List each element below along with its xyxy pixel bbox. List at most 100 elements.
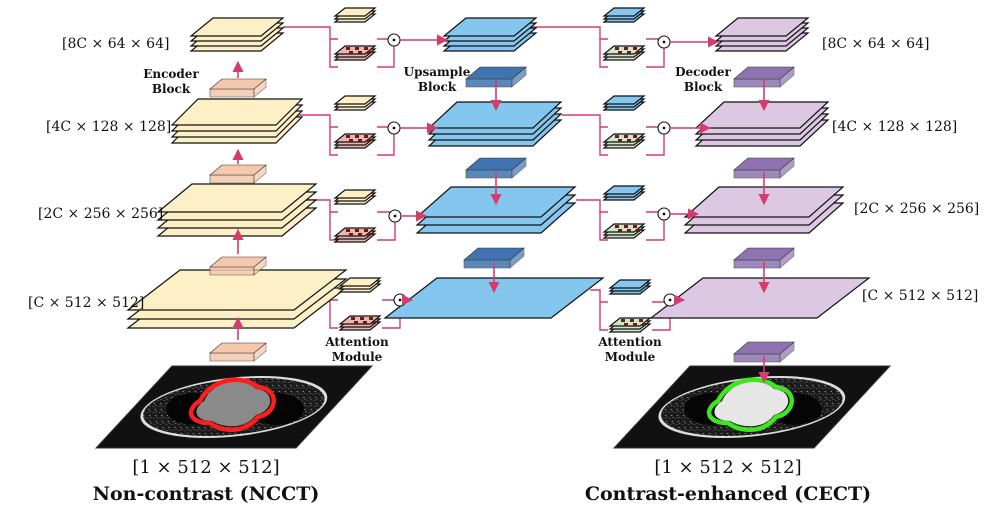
attention-right-0-cell-1 [624,47,628,50]
link-ups-1-a [562,114,608,128]
attention-left-3 [338,277,382,331]
attention-left-3-cell-3 [354,321,358,324]
odot-left-0-dot [392,38,396,42]
attention-left-3-cell-2 [369,317,373,320]
attention-left-0-cell-5 [367,51,371,54]
link-enc-0-b [329,39,338,68]
upsample-block-0-top [465,66,527,80]
attention-right-2-cell-3 [618,229,622,232]
dec-dim-3: [C × 512 × 512] [862,288,978,304]
decoder-block-1 [733,157,795,179]
attention-left-2-feature-plate-0 [333,189,377,199]
cect-image-heart [714,381,789,427]
upsample-stack-0-plate-0 [442,17,538,37]
odot-right-1 [657,121,671,135]
attention-right-3-cell-5 [642,323,646,326]
attention-right-1-cell-5 [636,139,640,142]
upsample-block-2-top [463,247,525,261]
link-ups-2-a [576,199,608,213]
ncct-image [94,365,374,449]
decoder-block-0 [733,66,795,88]
link-ups-2-b [599,212,608,241]
encoder-stack-group [126,17,348,329]
encoder-block-3-top [209,342,267,354]
odot-left-1-dot [392,126,396,130]
link-attnL-1-d [377,134,395,156]
decoder-stack-3-plate-0 [649,277,871,319]
attention-right-1-cell-2 [633,135,637,138]
arrows-group [232,34,770,384]
attention-left-2 [333,189,377,243]
decoder-block-3 [733,341,795,363]
attention-right-3-cell-0 [621,319,625,322]
upsample-block-2 [463,247,525,269]
attention-right-0 [602,7,646,61]
attention-left-2-cell-4 [358,233,362,236]
attention-left-2-cell-2 [364,229,368,232]
attention-right-0-feature-plate-0 [602,7,646,17]
enc-dim-0: [8C × 64 × 64] [62,36,169,52]
upsample-block-0-front [465,78,513,88]
upsample-stack-1-plate-0 [427,101,563,129]
decoder-block-label-2: Block [684,80,723,94]
link-enc-1-a [290,114,338,128]
decoder-block-2 [733,247,795,269]
decoder-block-label-1: Decoder [675,65,731,79]
odot-left-3 [393,293,407,307]
attention-right-3-feature-plate-0 [608,279,652,289]
attention-left-1-cell-0 [346,135,350,138]
attention-left-0-cell-0 [346,47,350,50]
encoder-block-1 [209,164,267,184]
odot-right-1-dot [662,126,666,130]
encoder-block-2 [209,256,267,276]
output-caption: Contrast-enhanced (CECT) [585,483,871,505]
odot-right-0 [657,35,671,49]
encoder-block-3-front [209,352,255,362]
attention-left-3-cell-4 [363,321,367,324]
attention-left-2-cell-3 [349,233,353,236]
link-enc-1-b [329,127,338,156]
attention-left-2-cell-5 [367,233,371,236]
attention-right-0-cell-3 [618,51,622,54]
attention-label-right-1: Attention [597,335,662,349]
encoder-block-2-front [209,266,255,276]
attention-right-2-cell-0 [615,225,619,228]
attention-right-2-cell-5 [636,229,640,232]
attention-right-1-cell-1 [624,135,628,138]
attention-right-2 [602,185,646,239]
attention-left-1-cell-2 [364,135,368,138]
attention-left-1 [333,95,377,149]
upsample-stack-3-plate-0 [383,277,605,319]
encoder-stack-0-plate-0 [189,17,285,37]
attention-left-3-cell-0 [351,317,355,320]
upsample-block-label-1: Upsample [404,65,471,79]
link-enc-0-a [283,26,338,40]
link-attnL-0-d [377,46,395,68]
encoder-stack-1-plate-0 [170,98,304,126]
link-ups-0-b [599,39,608,68]
attention-left-1-cell-1 [355,135,359,138]
decoder-block-2-front [733,259,781,269]
attention-right-1 [602,95,646,149]
attention-left-0-feature-plate-0 [333,7,377,17]
decoder-block-2-top [733,247,795,261]
odot-right-3-dot [668,298,672,302]
blocks-group [209,66,795,363]
attention-right-1-cell-3 [618,139,622,142]
attention-right-3 [608,279,652,333]
link-attnR-0-d [646,48,665,68]
attention-left-2-cell-1 [355,229,359,232]
attention-right-3-cell-1 [630,319,634,322]
upsample-block-1-front [465,169,513,179]
input-caption: Non-contrast (NCCT) [93,483,320,505]
output-dim: [1 × 512 × 512] [654,457,801,478]
decoder-block-3-top [733,341,795,355]
link-attnR-2-d [646,220,665,241]
decoder-block-0-front [733,78,781,88]
attention-right-1-cell-0 [615,135,619,138]
cect-image-contour [706,377,794,432]
attention-right-0-cell-2 [633,47,637,50]
decoder-stack-1-plate-0 [694,101,830,129]
